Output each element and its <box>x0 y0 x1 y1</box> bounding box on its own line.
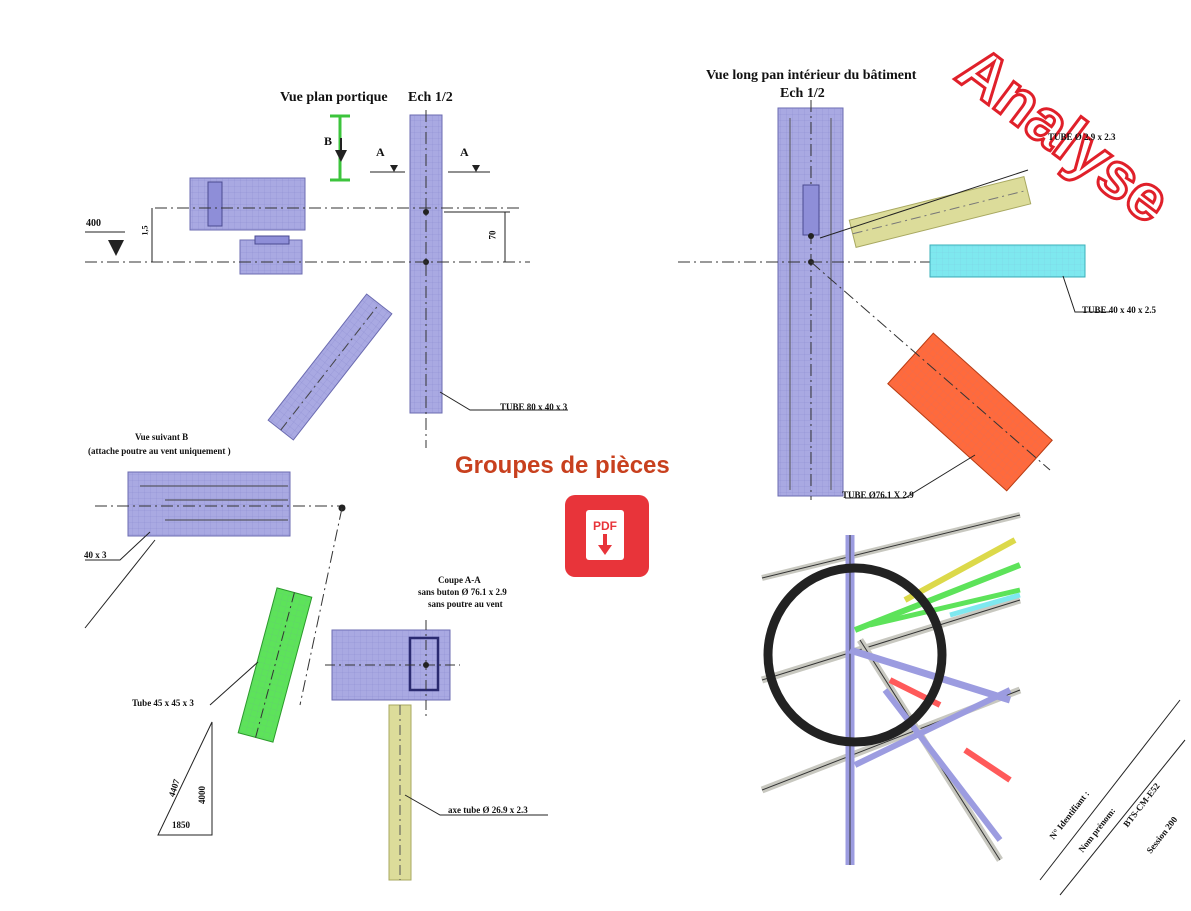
dimension-label: 4000 <box>197 786 207 804</box>
bolt-point <box>808 233 814 239</box>
slope-triangle <box>157 721 213 836</box>
section-b-label: B <box>324 134 333 148</box>
view-title: Vue plan portique <box>280 90 388 105</box>
groupes-de-pieces-title: Groupes de pièces <box>455 452 670 479</box>
tube-45-label: Tube 45 x 45 x 3 <box>132 698 194 708</box>
pdf-icon: PDF <box>586 510 624 560</box>
section-aa-note: sans poutre au vent <box>428 599 503 609</box>
cartouche-frame <box>1039 699 1181 881</box>
3d-model-inset <box>760 505 1022 865</box>
section-a-label: A <box>460 145 469 159</box>
section-aa-title: Coupe A-A <box>438 575 481 585</box>
pdf-label: PDF <box>593 519 617 533</box>
tube-76-label: TUBE Ø76.1 X 2.9 <box>842 490 914 500</box>
section-arrow-b <box>335 150 347 162</box>
yellow-tube-top <box>848 176 1032 248</box>
tube-40-label: TUBE 40 x 40 x 2.5 <box>1082 305 1157 315</box>
view-b-subtitle: (attache poutre au vent uniquement ) <box>88 446 231 456</box>
right-scale-label: Ech 1/2 <box>780 86 825 101</box>
dimension-label: 1850 <box>172 820 190 830</box>
bolt-point <box>423 209 429 215</box>
diagonal-brace <box>267 293 393 441</box>
orange-tube-76 <box>887 332 1053 492</box>
view-b-title: Vue suivant B <box>135 432 189 442</box>
dimension-label: 70 <box>487 230 498 240</box>
download-arrow-icon <box>598 534 612 555</box>
section-a-label: A <box>376 145 385 159</box>
dimension-label: 1,5 <box>140 225 150 236</box>
tube-label: 40 x 3 <box>84 550 107 560</box>
axe-tube-label: axe tube Ø 26.9 x 2.3 <box>448 805 528 815</box>
elevation-label: 400 <box>86 218 101 229</box>
pdf-download-button[interactable]: PDF <box>565 495 649 577</box>
tube-top-label: TUBE Ø 2.9 x 2.3 <box>1048 132 1116 142</box>
elevation-marker <box>108 240 124 256</box>
scale-label: Ech 1/2 <box>408 90 453 105</box>
right-view-title: Vue long pan intérieur du bâtiment <box>706 68 917 83</box>
tube-label: TUBE 80 x 40 x 3 <box>500 402 568 412</box>
section-aa-note: sans buton Ø 76.1 x 2.9 <box>418 587 507 597</box>
green-tube-45 <box>237 587 313 743</box>
